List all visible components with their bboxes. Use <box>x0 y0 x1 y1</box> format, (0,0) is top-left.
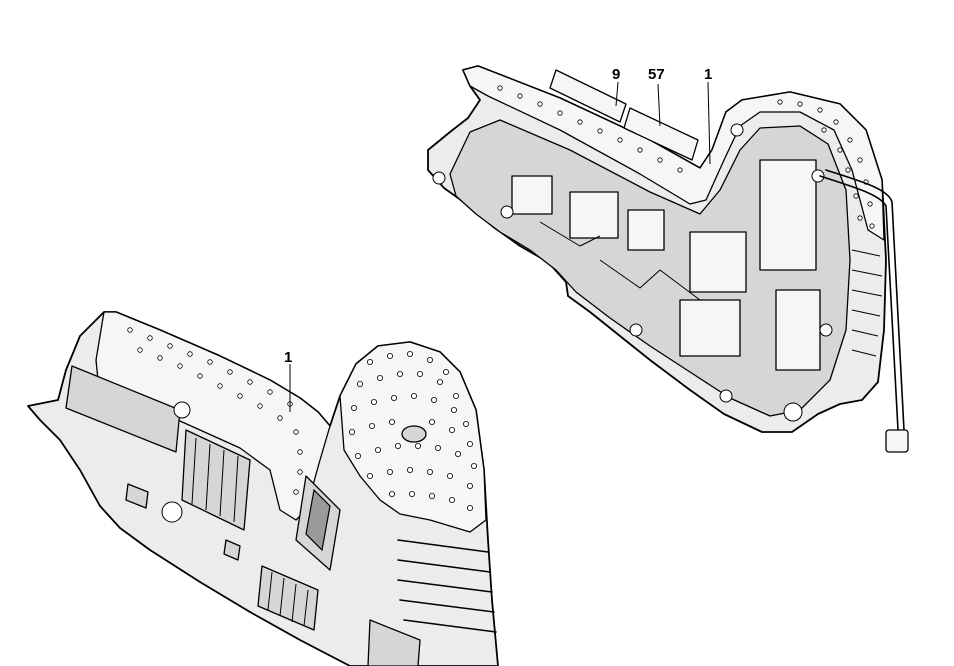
housing-half-outer-view <box>27 311 499 666</box>
callout-57: 57 <box>648 66 665 83</box>
callout-1-upper: 1 <box>704 66 712 83</box>
callout-1-lower: 1 <box>284 349 292 366</box>
grip-dots-upper <box>497 85 875 229</box>
label-strips <box>549 69 699 161</box>
leader-lines-upper <box>615 81 711 165</box>
grip-dots-lower <box>127 327 477 511</box>
housing-half-inner-view <box>427 65 909 453</box>
callout-9: 9 <box>612 66 620 83</box>
